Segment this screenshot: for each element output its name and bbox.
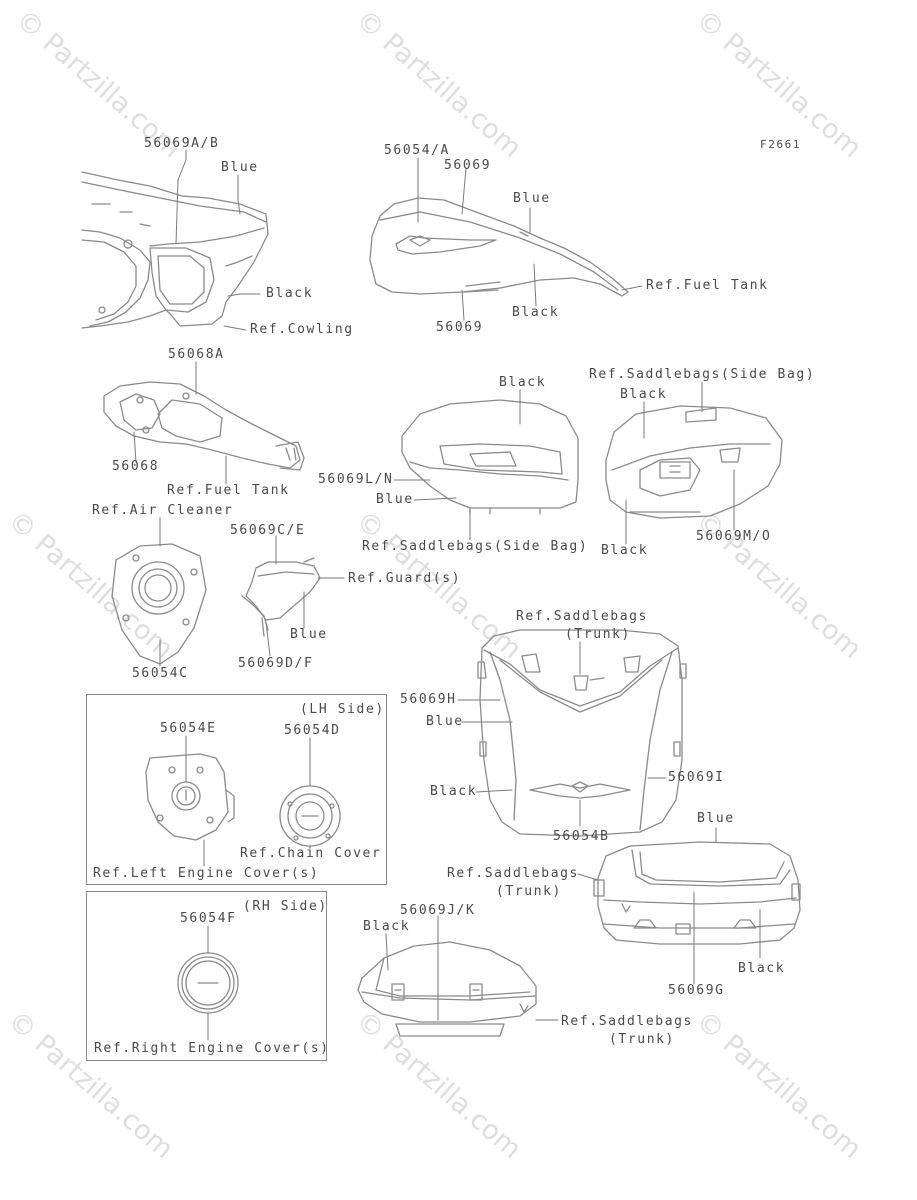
- right-saddlebag-drawing: [605, 405, 783, 519]
- label-ref-trunk-2-line1: Ref.Saddlebags: [447, 866, 579, 881]
- label-tank-part-a: 56054/A: [384, 143, 450, 158]
- label-panel-part-b: 56068: [112, 459, 160, 474]
- trunk-lower-drawing: [357, 941, 537, 1037]
- label-ref-chain-cover: Ref.Chain Cover: [240, 846, 382, 861]
- label-trunk3-black: Black: [363, 919, 411, 934]
- label-trunk-blue: Blue: [426, 714, 464, 729]
- label-trunk2-black: Black: [738, 961, 786, 976]
- label-tank-part-c: 56069: [436, 320, 484, 335]
- label-ref-fuel-tank-2: Ref.Fuel Tank: [167, 483, 290, 498]
- label-trunk-part-i: 56069I: [668, 770, 725, 785]
- label-air-cleaner-part: 56054C: [132, 666, 189, 681]
- leader-lines: [133, 149, 761, 1041]
- label-tank-part-b: 56069: [444, 158, 492, 173]
- label-tank-blue: Blue: [513, 191, 551, 206]
- label-cowling-part: 56069A/B: [144, 136, 220, 151]
- label-ref-saddlebags-side-2: Ref.Saddlebags(Side Bag): [589, 367, 816, 382]
- label-ref-trunk-2-line2: (Trunk): [496, 884, 562, 899]
- label-cowling-blue: Blue: [221, 160, 259, 175]
- label-trunk-part-b: 56054B: [553, 829, 610, 844]
- label-rbag-black-top: Black: [620, 387, 668, 402]
- right-engine-cover-drawing: [177, 952, 239, 1014]
- trunk-rear-drawing: [477, 629, 687, 837]
- label-guard-blue: Blue: [290, 627, 328, 642]
- rh-side-box: [86, 891, 327, 1061]
- label-ref-trunk-1-line2: (Trunk): [565, 627, 631, 642]
- label-trunk2-part-g: 56069G: [668, 983, 725, 998]
- label-ref-right-engine-cover: Ref.Right Engine Cover(s): [94, 1041, 330, 1056]
- figure-code: F2661: [760, 138, 802, 151]
- air-cleaner-drawing: [111, 543, 207, 665]
- label-lbag-black: Black: [499, 375, 547, 390]
- label-ref-left-engine-cover: Ref.Left Engine Cover(s): [93, 866, 320, 881]
- label-trunk2-blue: Blue: [697, 811, 735, 826]
- left-engine-cover-drawing: [145, 753, 235, 841]
- label-guard-part-top: 56069C/E: [230, 523, 306, 538]
- label-lh-part-d: 56054D: [284, 723, 341, 738]
- label-ref-saddlebags-side-1: Ref.Saddlebags(Side Bag): [362, 539, 589, 554]
- label-lbag-part: 56069L/N: [318, 472, 394, 487]
- label-ref-cowling: Ref.Cowling: [250, 322, 354, 337]
- label-ref-trunk-1-line1: Ref.Saddlebags: [516, 609, 648, 624]
- label-trunk3-part: 56069J/K: [400, 903, 476, 918]
- label-trunk-part-h: 56069H: [400, 692, 457, 707]
- label-rbag-part: 56069M/O: [696, 529, 772, 544]
- label-panel-part-a: 56068A: [168, 347, 225, 362]
- label-trunk-black: Black: [430, 784, 478, 799]
- label-ref-guard: Ref.Guard(s): [348, 571, 462, 586]
- label-ref-fuel-tank: Ref.Fuel Tank: [646, 278, 769, 293]
- label-rbag-black-bottom: Black: [601, 543, 649, 558]
- chain-cover-drawing: [279, 785, 341, 847]
- trunk-side-drawing: [593, 841, 801, 945]
- label-rh-part-f: 56054F: [180, 911, 237, 926]
- left-saddlebag-drawing: [401, 399, 579, 515]
- cowling-drawing: [81, 171, 269, 329]
- label-guard-part-bottom: 56069D/F: [238, 656, 314, 671]
- label-ref-trunk-3-line1: Ref.Saddlebags: [561, 1014, 693, 1029]
- label-tank-black: Black: [512, 305, 560, 320]
- label-rh-side: (RH Side): [243, 899, 328, 914]
- side-panel-drawing: [103, 381, 305, 471]
- fuel-tank-drawing: [369, 197, 629, 297]
- guard-drawing: [241, 557, 321, 637]
- label-lh-part-e: 56054E: [160, 721, 217, 736]
- label-ref-air-cleaner: Ref.Air Cleaner: [92, 503, 234, 518]
- lh-side-box: [86, 694, 387, 885]
- label-ref-trunk-3-line2: (Trunk): [609, 1032, 675, 1047]
- label-lh-side: (LH Side): [300, 702, 385, 717]
- label-lbag-blue: Blue: [376, 492, 414, 507]
- label-cowling-black: Black: [266, 286, 314, 301]
